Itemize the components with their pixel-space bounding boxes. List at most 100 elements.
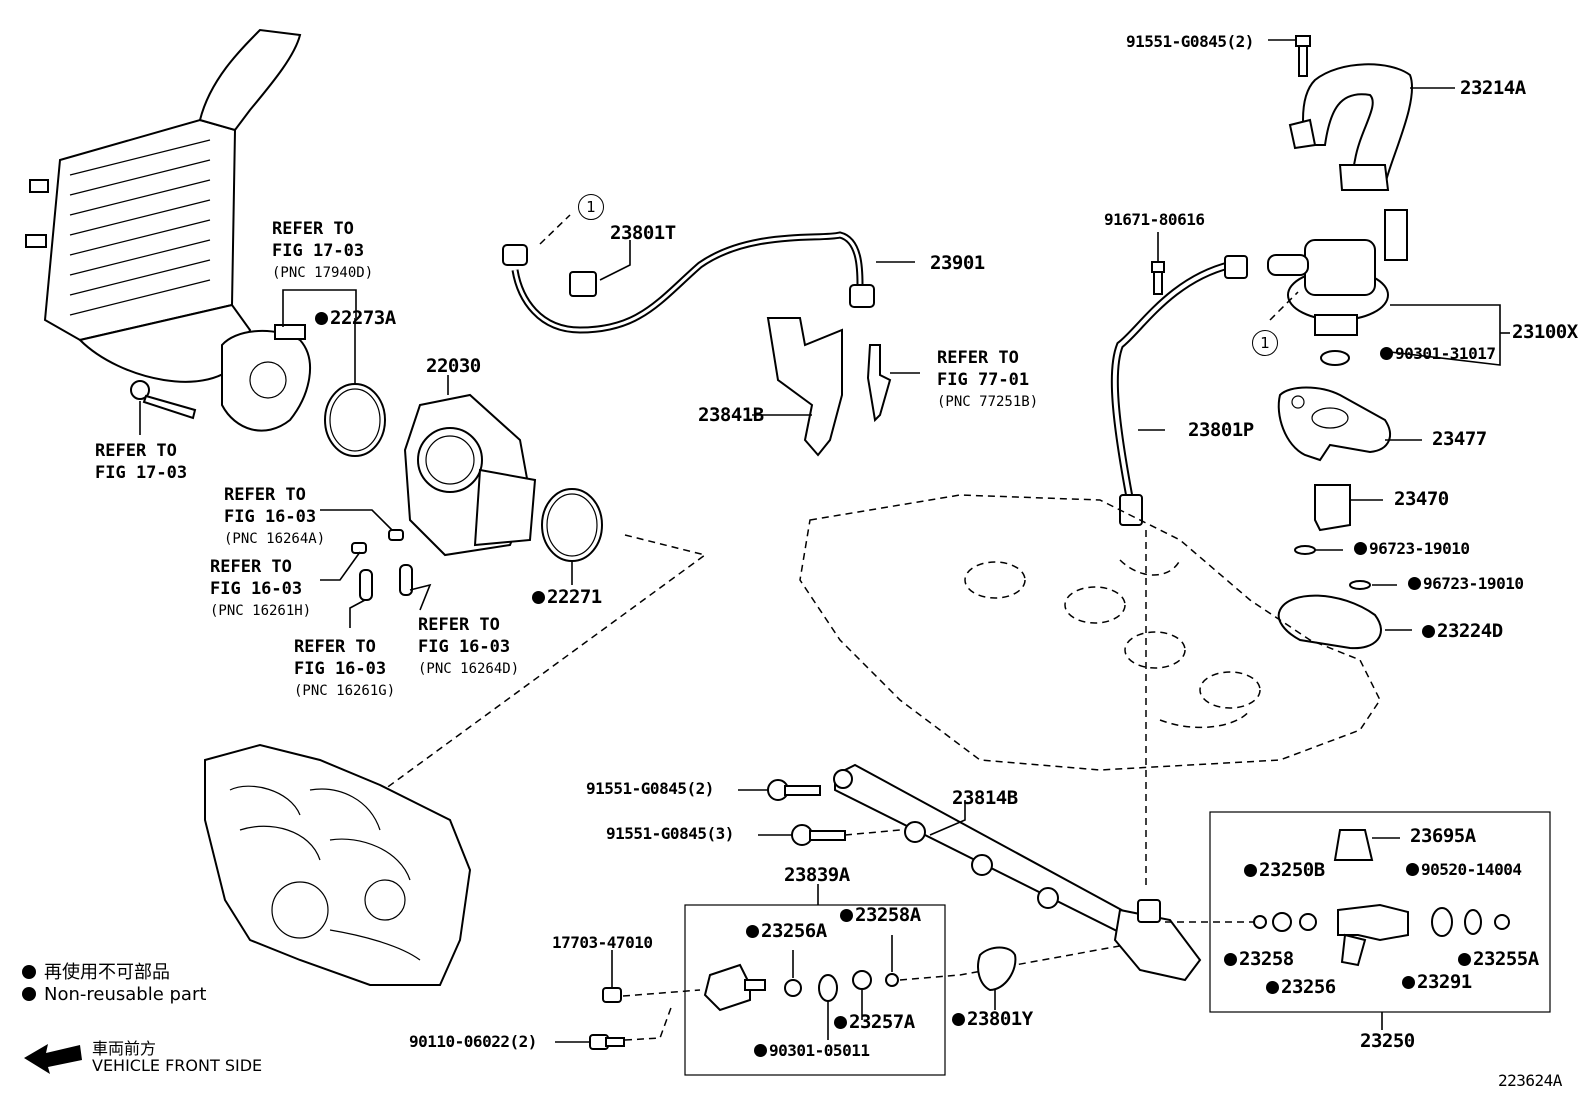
part-number: 23695A: [1410, 825, 1476, 847]
injector-part: [1337, 903, 1409, 967]
sensor-part: [866, 344, 892, 423]
high-pressure-pump-part: [1267, 209, 1408, 336]
gasket-22271: [541, 488, 603, 562]
non-reusable-dot: [746, 925, 759, 938]
part-label: 22030: [426, 357, 481, 376]
refer-note: REFER TO FIG 16-03 (PNC 16261H): [210, 556, 311, 622]
part-number: 22271: [547, 586, 602, 608]
part-label: 90301-31017: [1380, 344, 1496, 363]
refer-fig: FIG 17-03: [95, 463, 188, 483]
non-reusable-dot: [1224, 953, 1237, 966]
gasket-23801y: [977, 946, 1017, 992]
refer-line: REFER TO: [418, 615, 500, 635]
part-number: 23801T: [610, 222, 676, 244]
part-label: 90301-05011: [754, 1043, 870, 1059]
throttle-body-part: [403, 393, 537, 557]
part-number: 23258A: [855, 904, 921, 926]
refer-note: REFER TO FIG 17-03 (PNC 17940D): [272, 218, 373, 284]
part-number: 17703-47010: [552, 933, 653, 952]
part-number: 96723-19010: [1423, 574, 1524, 593]
part-label: 23695A: [1410, 827, 1476, 846]
part-label: 23100X: [1512, 323, 1578, 342]
non-reusable-dot: [840, 909, 853, 922]
legend-jp: 再使用不可部品: [22, 958, 170, 984]
part-label: 23801Y: [952, 1010, 1033, 1029]
part-number: 23801Y: [967, 1008, 1033, 1030]
part-number: 90110-06022(2): [409, 1032, 537, 1051]
sensor-kit-box: [684, 904, 946, 1076]
refer-line: REFER TO: [294, 637, 376, 657]
injector-kit-box: [1209, 811, 1551, 1013]
part-number: 91671-80616: [1104, 210, 1205, 229]
part-number: 23477: [1432, 428, 1487, 450]
gasket-23224d: [1277, 594, 1382, 650]
refer-line: REFER TO: [272, 219, 354, 239]
front-label-en: VEHICLE FRONT SIDE: [92, 1056, 263, 1075]
part-label: 23255A: [1458, 950, 1539, 969]
non-reusable-dot: [1244, 864, 1257, 877]
non-reusable-dot: [754, 1044, 767, 1057]
part-label: 23258: [1224, 950, 1294, 969]
part-label: 22271: [532, 588, 602, 607]
refer-note: REFER TO FIG 16-03 (PNC 16264D): [418, 614, 519, 680]
part-label: 90110-06022(2): [409, 1034, 537, 1050]
part-number: 23214A: [1460, 77, 1526, 99]
part-number: 91551-G0845(3): [606, 824, 734, 843]
part-label: 23901: [930, 254, 985, 273]
non-reusable-dot: [1354, 542, 1367, 555]
part-label: 23258A: [840, 906, 921, 925]
bracket-23841b: [766, 317, 843, 457]
refer-pnc: (PNC 16261G): [294, 683, 396, 699]
part-label: 91551-G0845(2): [586, 781, 714, 797]
refer-pnc: (PNC 17940D): [272, 265, 374, 281]
part-number: 23901: [930, 252, 985, 274]
part-label: 23256: [1266, 978, 1336, 997]
bracket-23214a: [1288, 63, 1413, 191]
refer-line: REFER TO: [95, 441, 177, 461]
part-label: 23224D: [1422, 622, 1503, 641]
refer-note: REFER TO FIG 16-03 (PNC 16261G): [294, 636, 395, 702]
part-label: 91551-G0845(2): [1126, 34, 1254, 50]
part-label: 23841B: [698, 406, 764, 425]
legend-text: 再使用不可部品: [44, 962, 170, 983]
part-label: 23291: [1402, 973, 1472, 992]
non-reusable-dot: [1380, 347, 1393, 360]
fuel-rail-part: [833, 763, 1202, 982]
refer-fig: FIG 16-03: [210, 579, 303, 599]
refer-pnc: (PNC 16264A): [224, 531, 326, 547]
head-cover-outline: [799, 494, 1381, 771]
part-number: 23224D: [1437, 620, 1503, 642]
non-reusable-dot: [1408, 577, 1421, 590]
non-reusable-dot: [1402, 976, 1415, 989]
part-label: 23256A: [746, 922, 827, 941]
pressure-sensor-part: [703, 963, 751, 1012]
refer-pnc: (PNC 16261H): [210, 603, 312, 619]
part-number: 23839A: [784, 864, 850, 886]
non-reusable-dot: [315, 312, 328, 325]
part-number: 23841B: [698, 404, 764, 426]
part-number: 23470: [1394, 488, 1449, 510]
part-label: 23214A: [1460, 79, 1526, 98]
refer-note: REFER TO FIG 16-03 (PNC 16264A): [224, 484, 325, 550]
part-number: 90301-31017: [1395, 344, 1496, 363]
figure-id: 223624A: [1498, 1071, 1562, 1090]
part-number: 22273A: [330, 307, 396, 329]
part-label: 23477: [1432, 430, 1487, 449]
part-label: 90520-14004: [1406, 862, 1522, 878]
part-number: 91551-G0845(2): [586, 779, 714, 798]
part-label: 23470: [1394, 490, 1449, 509]
clip-23695a: [1333, 829, 1374, 861]
refer-line: REFER TO: [210, 557, 292, 577]
part-label: 23839A: [784, 866, 850, 885]
non-reusable-dot: [1458, 953, 1471, 966]
refer-note: REFER TO FIG 17-03: [95, 440, 187, 484]
non-reusable-dot: [1266, 981, 1279, 994]
part-label: 23257A: [834, 1013, 915, 1032]
legend-en: Non-reusable part: [22, 984, 206, 1005]
part-label: 23814B: [952, 789, 1018, 808]
non-reusable-dot: [952, 1013, 965, 1026]
front-label-jp: 車両前方: [92, 1039, 157, 1058]
arrow-left-icon: [24, 1044, 82, 1074]
